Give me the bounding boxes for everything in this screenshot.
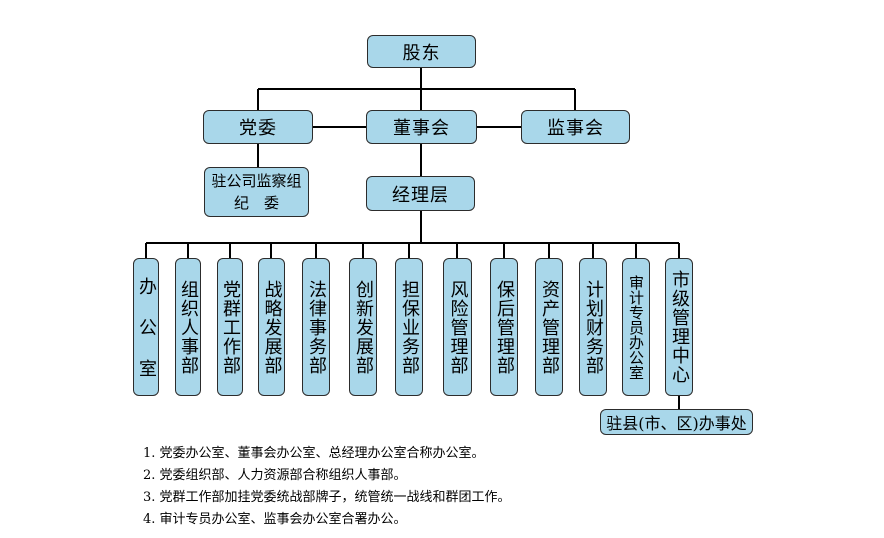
dept-label: 创新发展部 [353,279,374,375]
dept-organization-hr: 组织人事部 [175,258,201,396]
dept-label: 计划财务部 [583,279,604,375]
dept-asset-management: 资产管理部 [535,258,563,396]
dept-office: 办 公 室 [133,258,159,396]
dept-label: 法律事务部 [306,279,327,375]
shareholders-label: 股东 [402,42,441,64]
county-office-label: 驻县(市、区)办事处 [606,414,747,433]
note-item: 2. 党委组织部、人力资源部合称组织人事部。 [143,468,407,483]
party-committee-node: 党委 [203,110,313,144]
dept-innovation-development: 创新发展部 [349,258,377,396]
county-office-node: 驻县(市、区)办事处 [600,409,753,435]
dept-label: 组织人事部 [178,279,199,375]
note-item: 3. 党群工作部加挂党委统战部牌子，统管统一战线和群团工作。 [143,490,511,505]
dept-label: 资产管理部 [539,279,560,375]
dept-label: 办 公 室 [136,276,157,378]
supervisory-board-label: 监事会 [547,118,604,139]
supervisory-board-node: 监事会 [521,110,630,144]
discipline-group-node: 驻公司监察组 纪 委 [204,167,309,217]
dept-label: 党群工作部 [220,279,241,375]
dept-planning-finance: 计划财务部 [579,258,607,396]
dept-label: 战略发展部 [261,279,283,375]
note-item: 4. 审计专员办公室、监事会办公室合署办公。 [143,512,407,527]
dept-post-guarantee-management: 保后管理部 [490,258,518,396]
board-label: 董事会 [393,118,450,139]
dept-strategy-development: 战略发展部 [258,258,285,396]
management-node: 经理层 [366,176,475,211]
dept-risk-management: 风险管理部 [443,258,472,396]
note-item: 1. 党委办公室、董事会办公室、总经理办公室合称办公室。 [143,446,485,461]
dept-legal-affairs: 法律事务部 [302,258,330,396]
dept-label: 市级管理中心 [669,270,690,384]
board-node: 董事会 [366,110,477,144]
discipline-group-label: 驻公司监察组 纪 委 [211,172,302,212]
management-label: 经理层 [392,184,449,206]
shareholders-node: 股东 [367,35,476,68]
dept-label: 保后管理部 [494,279,515,375]
dept-label: 风险管理部 [447,279,469,375]
dept-party-mass-work: 党群工作部 [217,258,243,396]
dept-guarantee-business: 担保业务部 [395,258,423,396]
notes-list: 1. 党委办公室、董事会办公室、总经理办公室合称办公室。 2. 党委组织部、人力… [143,443,511,531]
dept-label: 审计专员办公室 [627,274,645,380]
dept-label: 担保业务部 [399,279,420,375]
dept-audit-commissioner-office: 审计专员办公室 [622,258,650,396]
dept-city-management-center: 市级管理中心 [665,258,693,396]
party-committee-label: 党委 [239,118,277,139]
